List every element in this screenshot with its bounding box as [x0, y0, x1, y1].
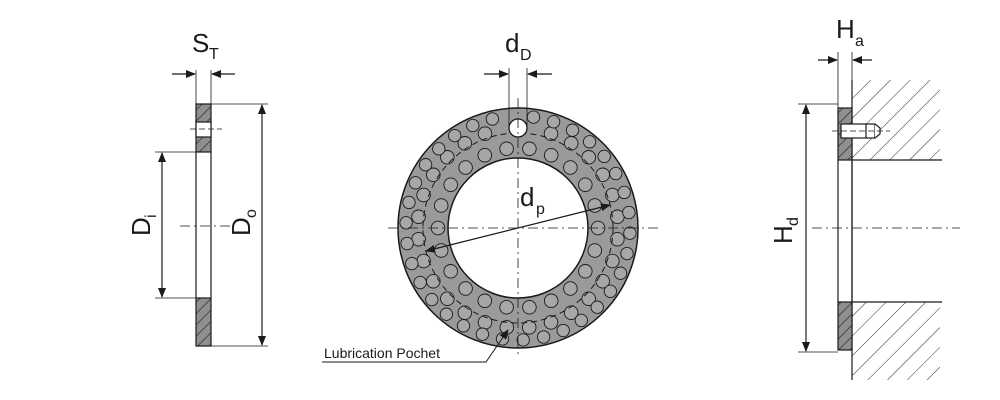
- lubrication-pocket: [578, 264, 593, 279]
- lubrication-pocket: [466, 118, 480, 133]
- inner-diameter-label: D: [126, 217, 156, 236]
- lubrication-pocket: [620, 246, 634, 261]
- outer-diameter-label-sub: o: [243, 209, 260, 218]
- lubrication-pocket: [613, 266, 628, 280]
- lubrication-pocket-callout: Lubrication Pochet: [324, 345, 440, 361]
- hole-diameter-label-sub: D: [520, 47, 532, 64]
- thickness-label-sub: T: [209, 46, 219, 63]
- lubrication-pocket: [603, 284, 618, 298]
- pitch-diameter-line: [425, 203, 611, 253]
- lubrication-pocket: [521, 320, 537, 335]
- lubrication-pocket: [565, 123, 580, 137]
- lubrication-pocket: [439, 307, 454, 321]
- installed-washer-bottom: [837, 301, 853, 351]
- lubrication-pocket: [477, 293, 493, 309]
- lubrication-pocket: [416, 187, 431, 203]
- lubrication-pocket: [587, 243, 603, 258]
- lubrication-pocket: [563, 160, 578, 175]
- recess-depth-label-sub: a: [855, 33, 864, 50]
- lubrication-pocket: [400, 236, 414, 251]
- lubrication-pocket: [477, 315, 493, 330]
- lubrication-pocket: [617, 185, 631, 200]
- lubrication-pocket: [543, 126, 559, 141]
- lubrication-pocket: [609, 166, 623, 181]
- lubrication-pocket: [405, 256, 419, 271]
- lubrication-pocket: [425, 292, 439, 307]
- housing-bore: [852, 160, 942, 302]
- recess-depth-label: H: [836, 14, 855, 44]
- pitch-diameter-label-sub: p: [536, 201, 545, 218]
- lubrication-pocket: [499, 141, 514, 157]
- lubrication-pocket: [413, 275, 427, 290]
- callout-leader: [322, 329, 509, 363]
- lubrication-pocket: [574, 313, 588, 328]
- lubrication-pocket: [456, 319, 471, 333]
- side-view: [155, 70, 268, 347]
- washer-section-bottom: [195, 297, 212, 347]
- lubrication-pocket: [536, 330, 551, 344]
- lubrication-pocket: [416, 253, 431, 269]
- lubrication-pocket: [522, 299, 537, 315]
- lubrication-pocket: [499, 299, 514, 315]
- lubrication-pocket: [597, 149, 611, 164]
- lubrication-pocket: [595, 167, 610, 183]
- lubrication-pocket: [399, 216, 413, 230]
- pocket-hole-section: [195, 121, 212, 138]
- hole-diameter-label: d: [505, 28, 519, 58]
- lubrication-pocket: [605, 253, 620, 269]
- lubrication-pocket: [578, 177, 593, 192]
- lubrication-pocket: [526, 110, 541, 124]
- housing-diameter-label-sub: d: [785, 217, 802, 226]
- lubrication-pocket: [563, 305, 579, 320]
- lubrication-pocket: [556, 323, 570, 338]
- front-view-labels: d D d p Lubrication Pochet: [324, 28, 545, 361]
- lubrication-pocket: [458, 281, 473, 296]
- lubrication-pocket: [426, 273, 441, 289]
- housing-diameter-label: H: [768, 225, 798, 244]
- lubrication-pocket: [563, 136, 579, 151]
- thickness-label: S: [192, 28, 209, 58]
- installation-view: [798, 52, 960, 380]
- front-view: [322, 68, 660, 363]
- lubrication-pocket: [418, 158, 433, 172]
- lubrication-pocket: [546, 115, 561, 129]
- lubrication-pocket: [590, 300, 604, 314]
- pitch-diameter-label: d: [520, 182, 534, 212]
- lubrication-pocket: [433, 198, 449, 213]
- lubrication-pocket: [605, 187, 620, 203]
- lubrication-pocket: [516, 333, 530, 347]
- lubrication-pocket: [477, 126, 493, 141]
- outer-diameter-label: D: [226, 217, 256, 236]
- lubrication-pocket: [543, 147, 559, 163]
- lubrication-pocket: [475, 327, 490, 341]
- lubrication-pocket: [402, 195, 416, 210]
- lubrication-pocket: [563, 281, 578, 296]
- lubrication-pocket: [522, 141, 537, 157]
- lubrication-pocket: [443, 264, 458, 279]
- lubrication-pocket: [622, 205, 636, 220]
- lubrication-pocket: [543, 315, 559, 330]
- inner-diameter-label-sub: i: [143, 214, 160, 218]
- lubrication-pocket: [485, 112, 500, 126]
- lubrication-pocket: [443, 177, 458, 192]
- lubrication-pocket: [623, 226, 637, 240]
- lubrication-pocket: [582, 135, 597, 149]
- side-view-labels: S T D i D o: [126, 28, 260, 236]
- lubrication-pocket: [458, 160, 473, 175]
- lubrication-pocket: [477, 147, 493, 163]
- installation-view-labels: H a H d: [768, 14, 864, 244]
- lubrication-pocket: [408, 176, 423, 190]
- lubrication-pocket: [543, 293, 559, 309]
- lubrication-pocket: [457, 305, 473, 320]
- lubrication-pocket: [448, 128, 462, 143]
- lubrication-pocket: [432, 142, 446, 156]
- dowel-pin: [840, 123, 881, 139]
- lubrication-pocket: [440, 291, 455, 306]
- lubrication-pocket: [495, 332, 510, 346]
- lubrication-pocket: [581, 150, 596, 165]
